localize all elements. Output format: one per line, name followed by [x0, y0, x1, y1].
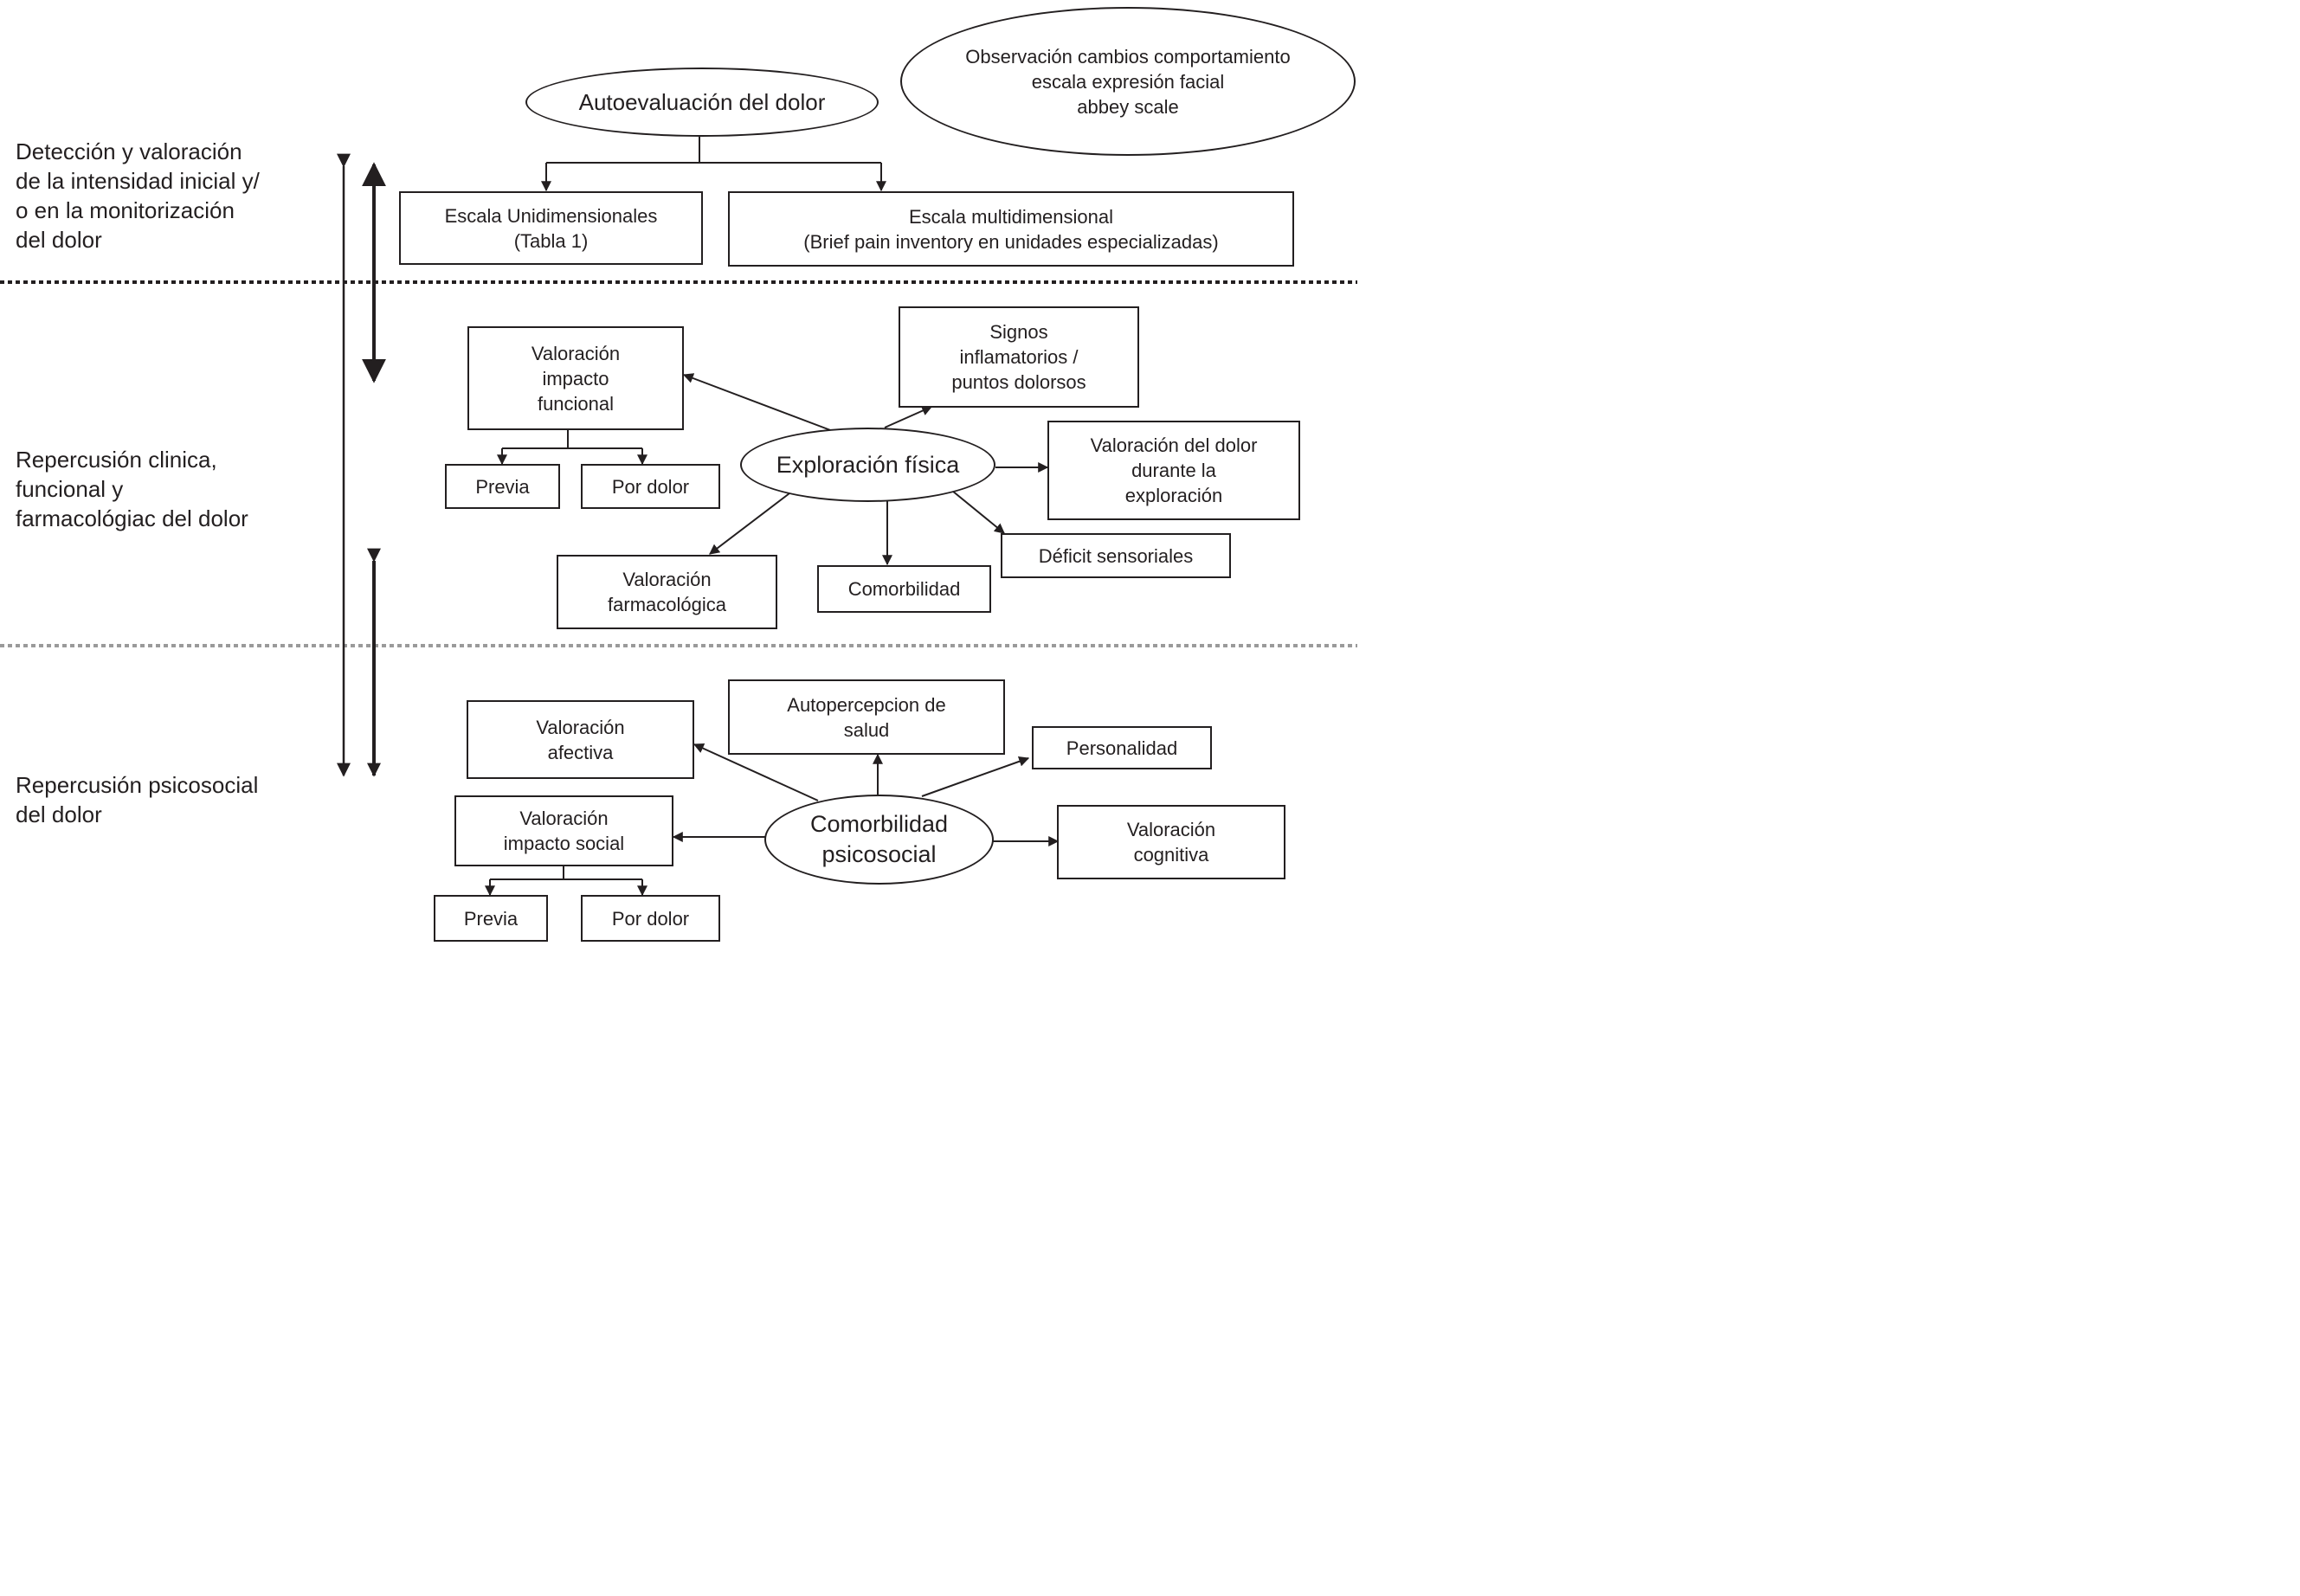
- node-previa-social: Previa: [434, 895, 548, 942]
- node-comorbilidad: Comorbilidad: [817, 565, 991, 613]
- section-label-deteccion: Detección y valoración de la intensidad …: [16, 138, 260, 253]
- node-valoracion-dolor-exploracion: Valoración del dolor durante la explorac…: [1047, 421, 1300, 520]
- node-autoevaluacion: Autoevaluación del dolor: [525, 68, 879, 137]
- arrow-to-impacto-funcional: [682, 373, 834, 432]
- connector-funcional-split: [502, 429, 569, 449]
- node-previa-funcional: Previa: [445, 464, 560, 509]
- section-label-repercusion-clinica: Repercusión clinica, funcional y farmaco…: [16, 447, 248, 531]
- arrow-to-personalidad: [921, 756, 1030, 797]
- node-comorbilidad-psicosocial: Comorbilidad psicosocial: [764, 795, 994, 885]
- node-observacion: Observación cambios comportamiento escal…: [900, 7, 1356, 156]
- node-por-dolor-funcional: Por dolor: [581, 464, 720, 509]
- node-valoracion-impacto-social: Valoración impacto social: [454, 795, 673, 866]
- node-valoracion-cognitiva: Valoración cognitiva: [1057, 805, 1285, 879]
- node-valoracion-impacto-funcional: Valoración impacto funcional: [467, 326, 684, 430]
- arrow-to-signos: [884, 405, 933, 428]
- connector-social-split: [490, 866, 564, 880]
- node-escala-unidimensionales: Escala Unidimensionales (Tabla 1): [399, 191, 703, 265]
- diagram-canvas: Detección y valoración de la intensidad …: [0, 0, 1357, 942]
- node-signos-inflamatorios: Signos inflamatorios / puntos dolorsos: [899, 306, 1139, 408]
- arrow-to-farmacologica: [709, 492, 790, 555]
- node-autopercepcion-salud: Autopercepcion de salud: [728, 679, 1005, 755]
- node-personalidad: Personalidad: [1032, 726, 1212, 769]
- section-label-repercusion-psicosocial: Repercusión psicosocial del dolor: [16, 772, 259, 827]
- arrow-to-deficit: [951, 490, 1005, 534]
- node-escala-multidimensional: Escala multidimensional (Brief pain inve…: [728, 191, 1294, 267]
- node-valoracion-afectiva: Valoración afectiva: [467, 700, 694, 779]
- node-valoracion-farmacologica: Valoración farmacológica: [557, 555, 777, 629]
- connector-autoevaluacion-split: [546, 137, 700, 164]
- node-deficit-sensoriales: Déficit sensoriales: [1001, 533, 1231, 578]
- node-por-dolor-social: Por dolor: [581, 895, 720, 942]
- connector-layer: [0, 137, 1357, 897]
- node-exploracion-fisica: Exploración física: [740, 428, 995, 502]
- arrow-to-afectiva: [693, 743, 819, 801]
